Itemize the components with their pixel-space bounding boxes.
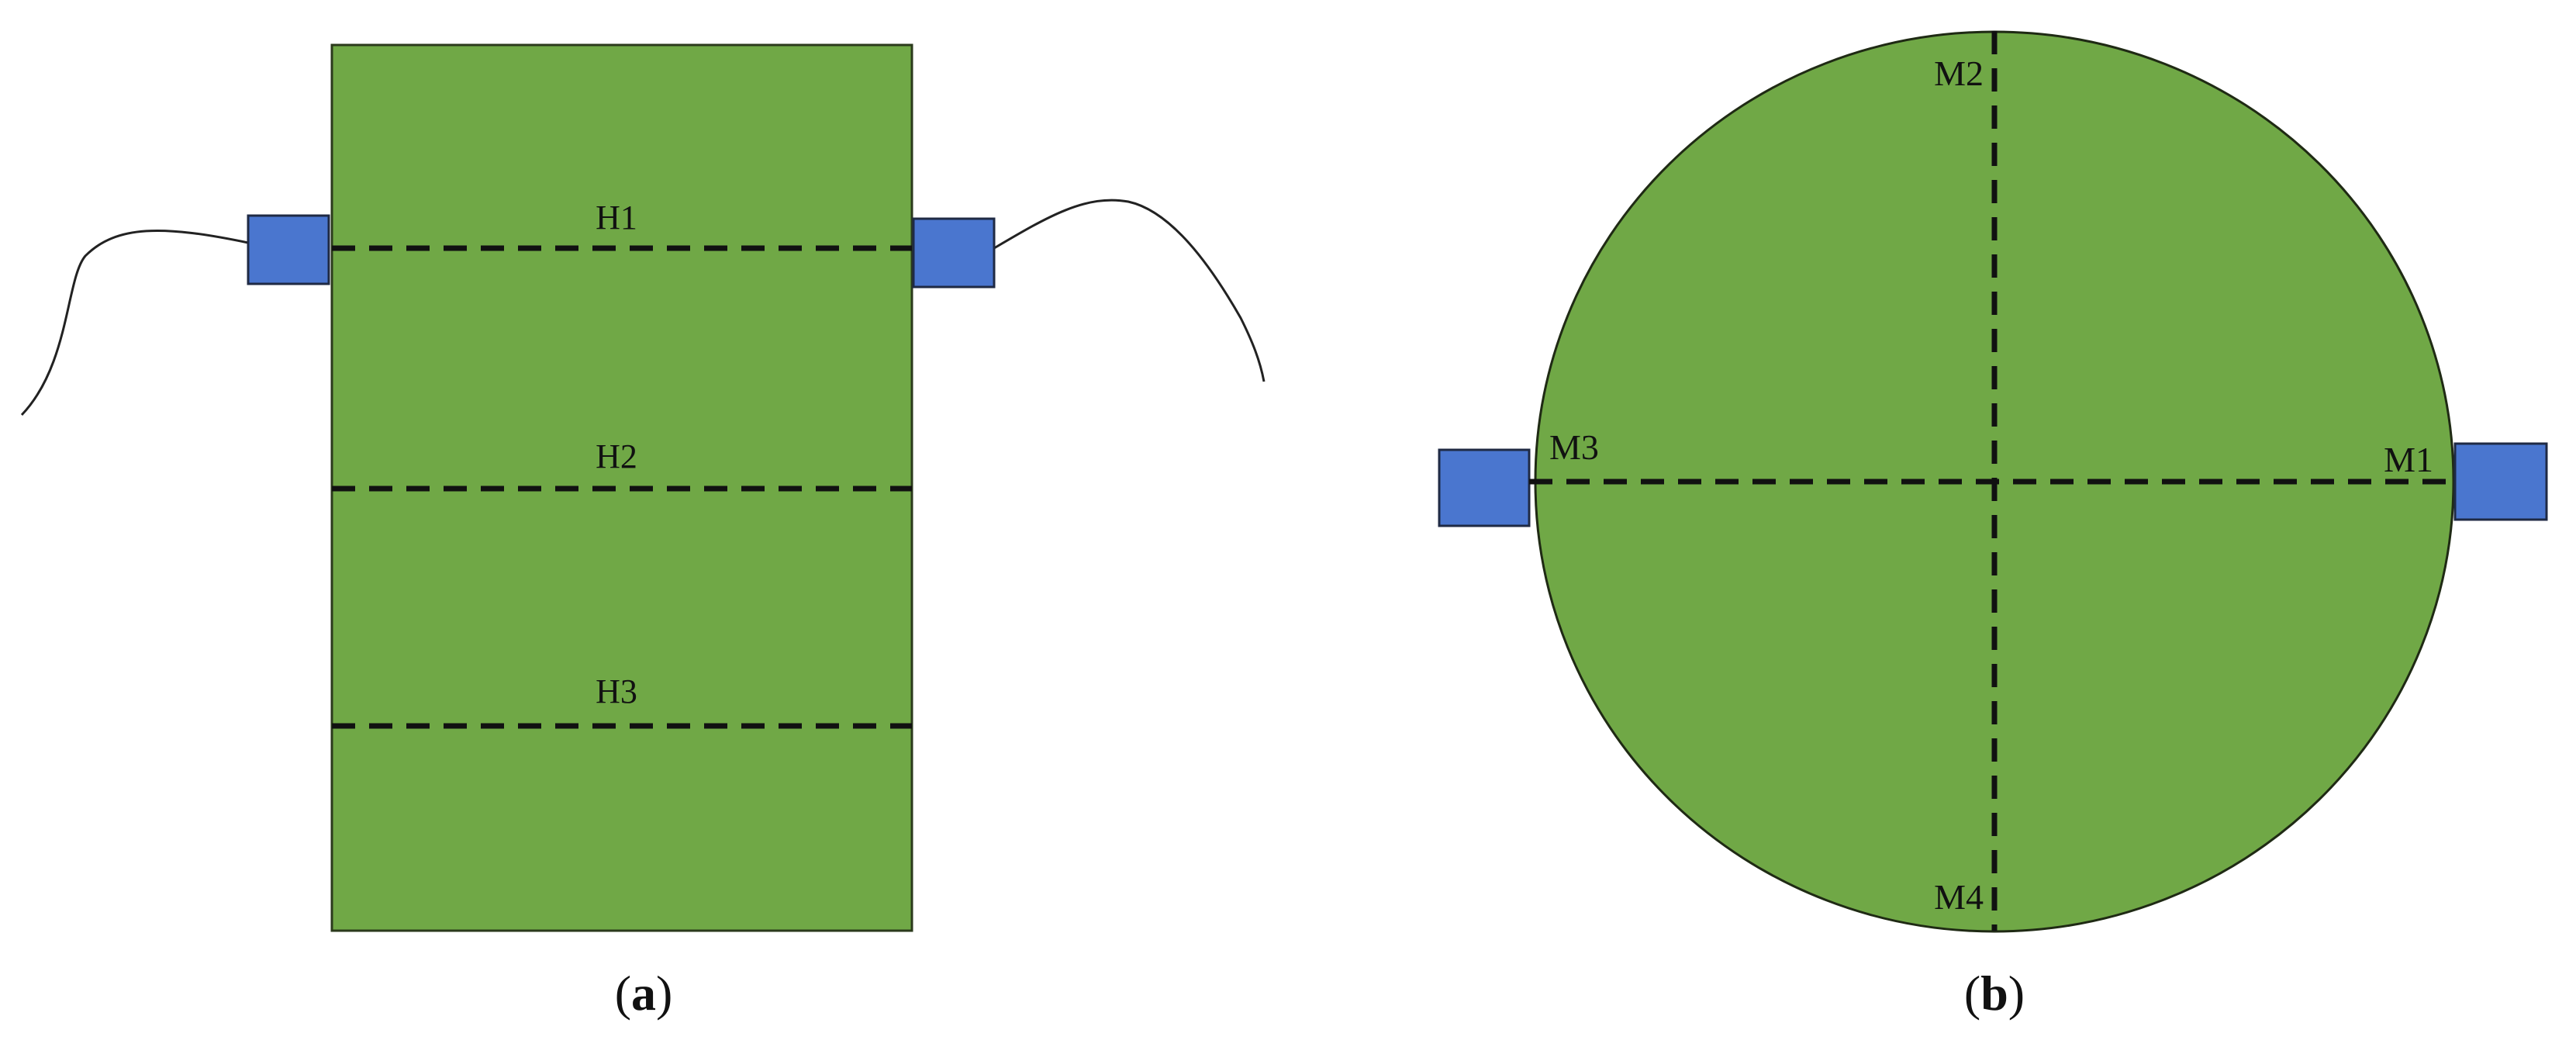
panel-a-caption-open: ( <box>615 966 631 1021</box>
h3-label: H3 <box>596 672 637 710</box>
m3-sensor-block <box>1438 448 1531 527</box>
panel-a: H1 H2 H3 (a) <box>20 43 1266 1021</box>
right-sensor-block <box>912 217 996 289</box>
panel-b-caption-close: ) <box>2008 966 2025 1021</box>
left-sensor-block <box>247 214 330 285</box>
h1-label: H1 <box>596 199 637 237</box>
m1-label: M1 <box>2384 440 2433 479</box>
m2-label: M2 <box>1934 54 1984 93</box>
panel-b-caption: (b) <box>1964 966 2025 1021</box>
panel-b: M1 M2 M3 M4 (b) <box>1438 30 2548 1021</box>
panel-a-caption-close: ) <box>656 966 672 1021</box>
panel-a-caption-letter: a <box>631 966 656 1021</box>
panel-b-caption-letter: b <box>1980 966 2008 1021</box>
m3-label: M3 <box>1549 427 1599 467</box>
right-sensor-cable <box>993 199 1266 382</box>
h2-label: H2 <box>596 437 637 475</box>
panel-a-caption: (a) <box>615 966 673 1021</box>
panel-b-caption-open: ( <box>1964 966 1980 1021</box>
m1-sensor-block <box>2453 442 2548 521</box>
left-sensor-cable <box>20 229 249 416</box>
m4-label: M4 <box>1934 877 1984 917</box>
